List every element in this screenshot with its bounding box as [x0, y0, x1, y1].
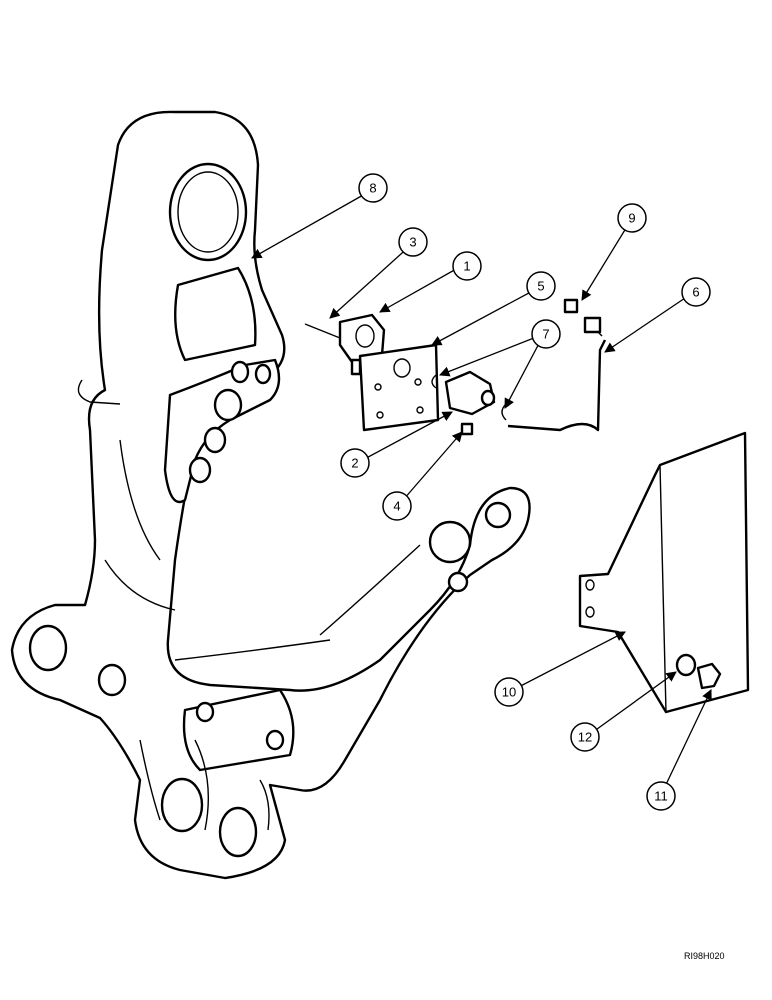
sensor-assembly-parts: [304, 298, 607, 436]
callout-4: 4: [382, 491, 412, 521]
svg-text:1: 1: [463, 259, 470, 274]
callout-5: 5: [526, 271, 556, 301]
svg-text:2: 2: [351, 456, 358, 471]
callout-10: 10: [494, 677, 524, 707]
figure-reference: RI98H020: [684, 951, 725, 961]
callout-3: 3: [398, 227, 428, 257]
callout-11: 11: [646, 781, 676, 811]
svg-text:12: 12: [578, 730, 592, 745]
svg-text:9: 9: [628, 211, 635, 226]
callout-8: 8: [358, 173, 388, 203]
callout-2: 2: [340, 448, 370, 478]
callout-7: 7: [531, 319, 561, 349]
svg-text:3: 3: [409, 235, 416, 250]
lift-arm-assembly: [10, 110, 531, 880]
callout-12: 12: [570, 722, 600, 752]
callout-6: 6: [681, 277, 711, 307]
leader-lines: [251, 189, 712, 796]
svg-text:4: 4: [393, 499, 400, 514]
svg-text:8: 8: [369, 181, 376, 196]
svg-text:11: 11: [654, 789, 668, 804]
svg-text:6: 6: [692, 285, 699, 300]
svg-text:10: 10: [502, 685, 516, 700]
callout-9: 9: [617, 203, 647, 233]
svg-text:7: 7: [542, 327, 549, 342]
washer-and-bolt: [675, 653, 722, 690]
shield-plate: [578, 431, 750, 714]
svg-text:5: 5: [537, 279, 544, 294]
callout-1: 1: [452, 251, 482, 281]
